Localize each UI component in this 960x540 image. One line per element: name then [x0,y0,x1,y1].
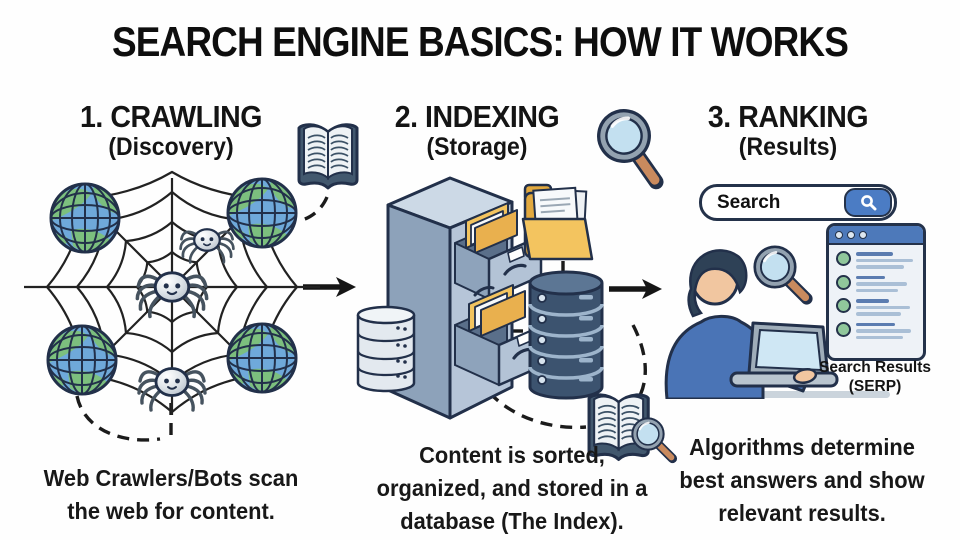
result-bullet-icon [836,298,851,313]
database-icon [528,270,604,400]
page-title: SEARCH ENGINE BASICS: HOW IT WORKS [111,18,849,65]
caption-line: the web for content. [67,498,275,524]
globe-icon [226,177,298,247]
right-arrow-icon [609,279,662,299]
person-at-laptop-illustration [664,237,890,399]
window-dot-icon [859,230,867,239]
globe-icon [46,324,118,394]
caption-line: best answers and show [679,467,925,493]
dashed-line [301,196,329,222]
folder [480,290,526,337]
section-subtitle: (Storage) [426,132,528,161]
result-row [836,274,916,292]
section-title: 3. RANKING [707,99,869,134]
serp-results [829,245,923,345]
window-dot-icon [835,230,843,239]
person-hair [687,249,748,318]
person-hand [792,367,818,385]
spider-web-illustration [24,170,320,415]
section-title: 1. CRAWLING [80,99,262,134]
serp-card [826,223,926,361]
folder [474,209,518,254]
search-bar-illustration: Search [699,184,897,221]
caption-line: relevant results. [718,500,886,526]
disc-stack [356,305,416,393]
caption-line: Web Crawlers/Bots scan [43,465,299,491]
result-bullet-icon [836,274,851,290]
serp-browser-bar [829,226,923,245]
serp-label-line: Search Results [819,359,931,376]
search-input-text: Search [717,191,781,213]
result-row [836,251,916,269]
search-icon [860,195,876,211]
result-row [836,321,916,339]
folder-icon [521,183,594,261]
caption-ranking: Algorithms determine best answers and sh… [645,431,959,530]
dashed-line [631,324,647,402]
section-header-crawling: 1. CRAWLING (Discovery) [38,99,305,161]
caption-crawling: Web Crawlers/Bots scan the web for conte… [14,462,328,528]
laptop-display [754,328,823,372]
window-dot-icon [847,230,855,239]
result-bullet-icon [836,251,851,266]
dashed-line [475,376,587,430]
serp-label: Search Results (SERP) [810,358,940,397]
indexing-illustration [356,176,604,420]
caption-line: Algorithms determine [689,434,915,460]
section-header-ranking: 3. RANKING (Results) [673,99,903,161]
caption-line: organized, and stored in a [376,475,648,501]
caption-line: database (The Index). [400,508,624,534]
section-header-indexing: 2. INDEXING (Storage) [362,99,592,161]
search-button [844,188,892,217]
result-bullet-icon [836,321,851,337]
globe-icon [226,322,298,392]
dashed-line [75,395,161,442]
caption-line: Content is sorted, [419,442,605,468]
magnifying-glass-icon [755,247,807,299]
section-subtitle: (Discovery) [108,132,234,161]
caption-indexing: Content is sorted, organized, and stored… [355,439,669,538]
globe-icon [49,182,121,252]
section-title: 2. INDEXING [394,99,560,134]
result-row [836,298,916,316]
section-subtitle: (Results) [738,132,838,161]
serp-label-line: (SERP) [848,378,902,396]
